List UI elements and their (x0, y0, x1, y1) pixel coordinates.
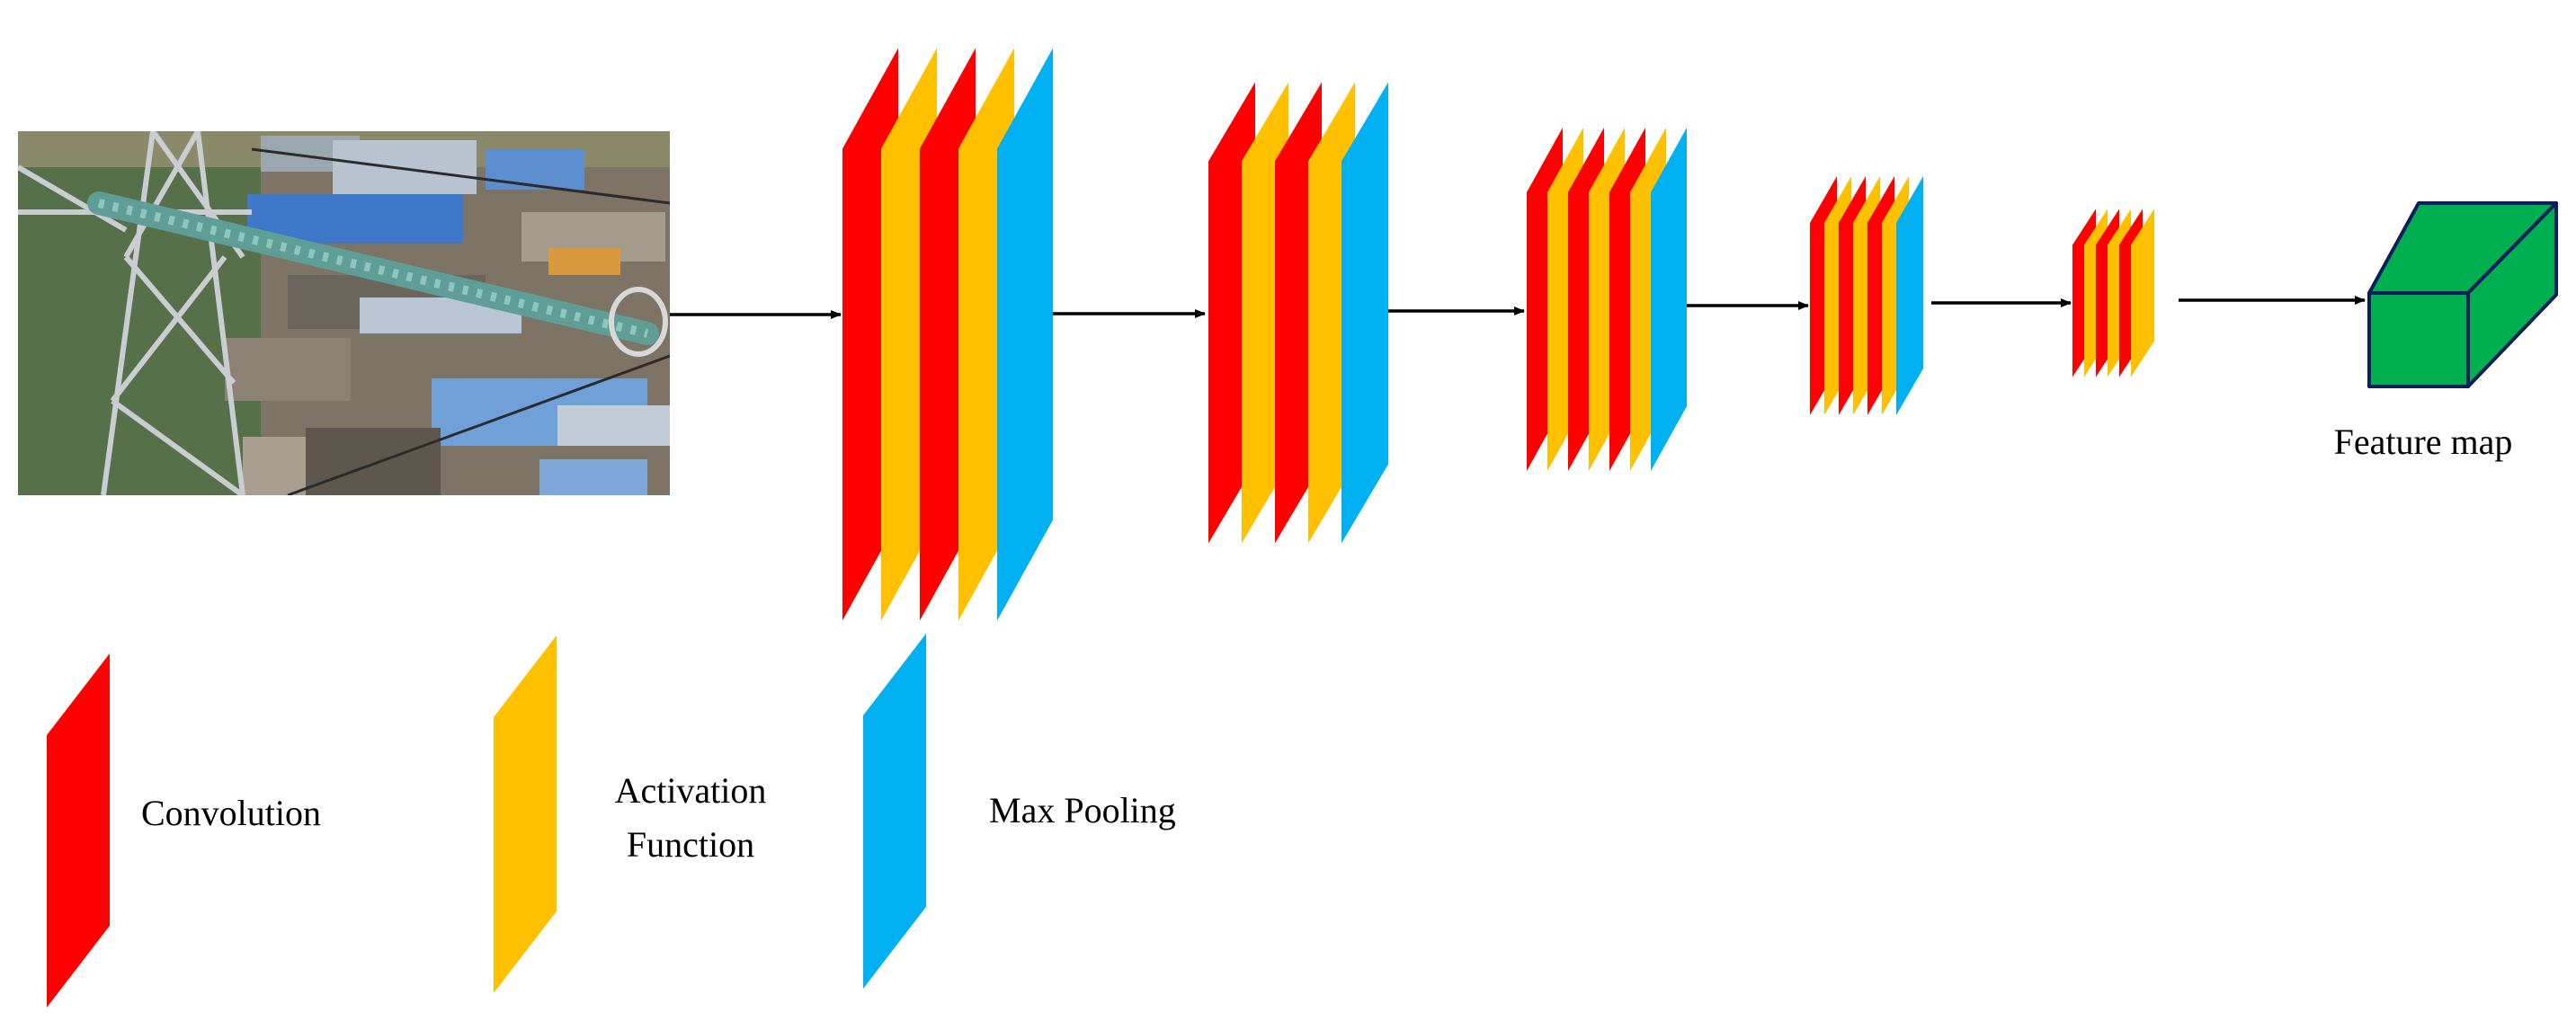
layer-stages (842, 48, 2154, 621)
layer-stack-3 (1527, 128, 1687, 471)
input-image (18, 131, 670, 495)
feature-map-label: Feature map (2334, 422, 2513, 462)
feature-map-side-face (2466, 201, 2558, 388)
feature-map-cube (2367, 201, 2558, 388)
legend-label-convolution: Convolution (141, 793, 321, 833)
legend: Convolution Activation Function Max Pool… (47, 634, 1176, 1008)
stage-2-pooling-layer (1341, 82, 1388, 544)
legend-label-pooling: Max Pooling (989, 790, 1176, 830)
flow-arrows (670, 296, 2366, 319)
stage-1-pooling-layer (997, 48, 1053, 621)
layer-stack-5 (2072, 209, 2154, 377)
stage-4-pooling-layer (1896, 176, 1923, 415)
stage-5-activation-layer (2131, 209, 2154, 377)
layer-stack-1 (842, 48, 1053, 621)
legend-swatch-convolution (47, 653, 110, 1008)
legend-swatch-activation (494, 635, 557, 993)
legend-label-activation-line-2: Function (627, 824, 754, 865)
feature-map-front-face (2367, 291, 2470, 388)
stage-3-pooling-layer (1651, 128, 1687, 471)
legend-swatch-pooling (863, 634, 926, 989)
legend-label-activation-line-1: Activation (615, 770, 767, 811)
layer-stack-2 (1208, 82, 1388, 544)
layer-stack-4 (1810, 176, 1923, 415)
